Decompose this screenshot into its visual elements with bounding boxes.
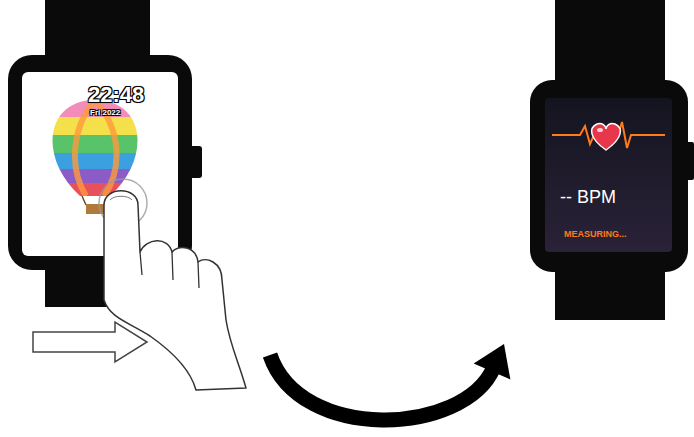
right-watch <box>530 0 694 320</box>
bpm-text: -- BPM <box>560 188 616 208</box>
watch-strap <box>555 0 665 85</box>
watch-screen <box>545 98 672 252</box>
swipe-arrow <box>33 322 147 362</box>
watch-body <box>530 80 688 272</box>
balloon-basket <box>86 204 104 214</box>
fingernail <box>110 196 132 200</box>
touch-ring <box>99 179 147 227</box>
arrow-curve <box>270 355 494 420</box>
watch-crown <box>684 142 694 180</box>
watch-body <box>8 55 192 270</box>
watch-screen <box>22 72 178 256</box>
watch-face: -- BPM MEASURING... <box>530 80 688 272</box>
watch-strap <box>555 268 665 320</box>
status-text: MEASURING... <box>564 230 627 240</box>
hand-outline <box>104 191 246 390</box>
left-watch <box>8 0 202 307</box>
balloon-picture <box>40 95 160 198</box>
watch-face: 22:48Fri 2022 <box>8 55 192 270</box>
curved-arrow <box>270 344 510 420</box>
arrow-head <box>474 344 511 379</box>
time-text: 22:48 <box>88 83 144 107</box>
watch-crown <box>188 146 202 178</box>
heart-highlight <box>597 128 603 132</box>
balloon-rope <box>82 196 108 205</box>
finger-lines <box>140 252 199 288</box>
watch-strap <box>45 0 150 62</box>
heart-icon <box>592 123 621 150</box>
date-text: Fri 2022 <box>90 109 120 118</box>
